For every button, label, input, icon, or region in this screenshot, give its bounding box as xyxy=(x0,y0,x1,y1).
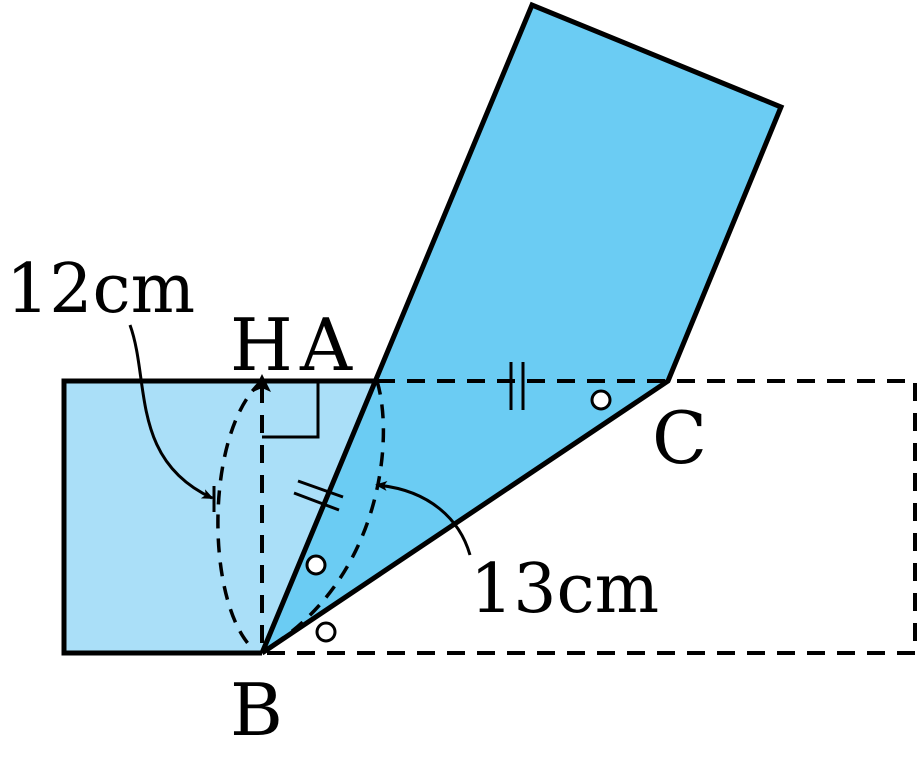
angle-mark-c xyxy=(590,389,612,411)
angle-mark-b-upper xyxy=(305,554,327,576)
equal-tick-4 xyxy=(293,491,340,512)
equal-tick-3 xyxy=(297,479,344,499)
pointer-13cm xyxy=(375,480,472,556)
pointer-12cm xyxy=(128,324,214,500)
unfolded-strip-part xyxy=(64,381,377,653)
label-b: B xyxy=(230,668,283,752)
strip-outline xyxy=(61,378,377,656)
label-13cm: 13cm xyxy=(470,550,659,629)
original-position-dashed xyxy=(262,379,917,655)
label-12cm: 12cm xyxy=(6,250,195,329)
folded-outline xyxy=(259,1,785,656)
bracket-12cm xyxy=(216,379,264,650)
angle-mark-b-lower xyxy=(315,621,337,643)
label-h: H xyxy=(230,303,293,387)
label-c: C xyxy=(652,396,707,480)
label-a: A xyxy=(299,303,353,387)
right-angle-mark xyxy=(262,381,320,439)
bracket-13cm xyxy=(267,380,386,650)
arrow-up-icon xyxy=(253,374,271,392)
folded-strip-part xyxy=(262,5,781,653)
